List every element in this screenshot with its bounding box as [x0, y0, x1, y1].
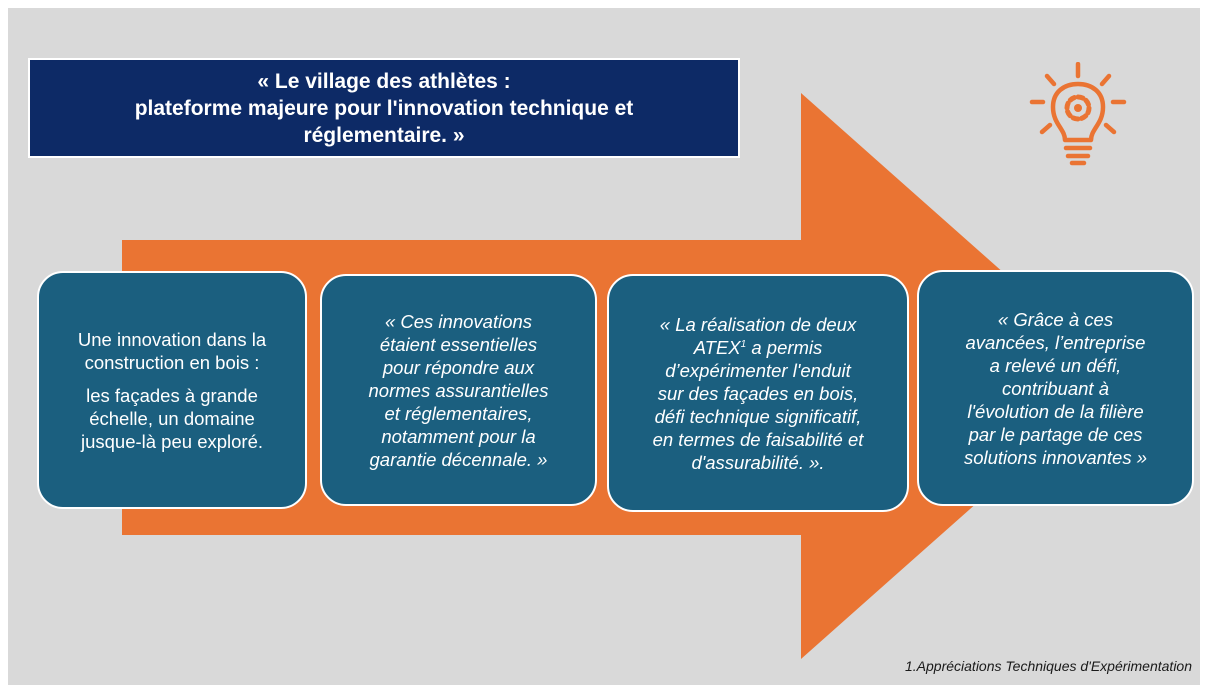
card-2-text: normes assurantielles: [368, 379, 549, 401]
atex-label: ATEX: [693, 336, 741, 358]
title-box: « Le village des athlètes : plateforme m…: [28, 58, 740, 158]
card-3-text: en termes de faisabilité et: [652, 428, 864, 450]
card-quote-progress: « Grâce à ces avancées, l’entreprise a r…: [917, 270, 1194, 506]
card-1-text: les façades à grande: [86, 384, 258, 406]
card-quote-atex: « La réalisation de deux ATEX1 a permis …: [607, 274, 909, 512]
card-3-text: d'assurabilité. ».: [691, 451, 825, 473]
card-4-text: solutions innovantes »: [963, 446, 1148, 468]
card-1-text: construction en bois :: [84, 351, 260, 373]
card-1-text: jusque-là peu exploré.: [80, 430, 264, 452]
card-quote-essential: « Ces innovations étaient essentielles p…: [320, 274, 597, 506]
card-1-text: échelle, un domaine: [89, 407, 255, 429]
card-4-text: a relevé un défi,: [989, 354, 1122, 376]
atex-rest: a permis: [746, 336, 823, 358]
card-4-text: par le partage de ces: [968, 423, 1143, 445]
slide-canvas: « Le village des athlètes : plateforme m…: [8, 8, 1200, 685]
title-line-1: « Le village des athlètes :: [257, 69, 511, 93]
card-innovation: Une innovation dans la construction en b…: [37, 271, 307, 509]
card-4-text: contribuant à: [1002, 377, 1109, 399]
footnote-marker: 1: [740, 338, 747, 350]
card-4-text: avancées, l’entreprise: [965, 331, 1146, 353]
card-4-text: « Grâce à ces: [997, 308, 1114, 330]
lightbulb-gear-icon: [1029, 62, 1127, 166]
card-3-text: « La réalisation de deux: [659, 313, 857, 335]
card-1-text: Une innovation dans la: [77, 328, 267, 350]
card-3-text: d’expérimenter l'enduit: [665, 359, 851, 381]
card-3-text: sur des façades en bois,: [657, 382, 859, 404]
footnote: 1.Appréciations Techniques d'Expérimenta…: [905, 658, 1192, 674]
card-2-text: pour répondre aux: [382, 356, 535, 378]
title-line-2: plateforme majeure pour l'innovation tec…: [134, 96, 634, 120]
card-4-text: l'évolution de la filière: [967, 400, 1144, 422]
title-line-3: réglementaire. »: [303, 123, 465, 147]
card-2-text: étaient essentielles: [379, 333, 538, 355]
card-3-atex-line: ATEX1 a permis: [694, 336, 823, 359]
card-2-text: et réglementaires,: [384, 402, 533, 424]
card-2-text: garantie décennale. »: [369, 448, 548, 470]
card-2-text: « Ces innovations: [384, 310, 533, 332]
card-2-text: notamment pour la: [381, 425, 536, 447]
card-3-text: défi technique significatif,: [654, 405, 862, 427]
